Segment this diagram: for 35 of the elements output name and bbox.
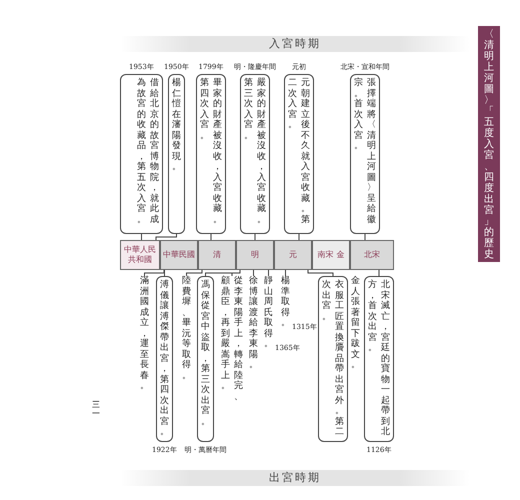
event-box: 畢家的財產被沒收，入宮收藏。第四次入宮。	[196, 74, 226, 234]
page-number: 三一	[92, 400, 101, 418]
connector-line	[186, 270, 202, 276]
connector-line	[141, 234, 142, 240]
connector-line	[285, 270, 286, 276]
event-box: 楊仁愷在瀋陽發現。	[168, 74, 185, 234]
connector-line	[308, 270, 334, 276]
era-cell: 元	[274, 240, 312, 270]
connector-line	[156, 234, 177, 240]
connector-line	[144, 270, 164, 276]
connector-line	[378, 270, 380, 276]
connector-line	[364, 234, 366, 240]
connector-line	[210, 234, 212, 240]
event-box: 元朝建立後不久就入宮收藏。第二次入宮。	[284, 74, 314, 234]
title-banner: 〈清明上河圖〉「五度入宮、四度出宮」的歷史	[478, 26, 500, 262]
event-box: 溥儀讓溥傑帶出宮，第四次出宮。	[156, 276, 173, 442]
event-text: 從李東陽手上，轉給陸完、顧鼎臣，再到嚴嵩手上。	[220, 276, 244, 403]
era-cell: 北宋	[350, 240, 394, 270]
connector-line	[205, 270, 240, 276]
era-cell: 中華人民共和國	[120, 240, 160, 270]
connector-line	[253, 270, 254, 276]
event-box: 衣服工匠置換贗品帶出宮外。第二次出宮。	[318, 276, 348, 442]
era-cell: 南宋 金	[312, 240, 350, 270]
event-box: 借給北京的故宮博物院，就此成為故宮的收藏品，第五次入宮。	[120, 74, 163, 234]
connector-line	[268, 270, 269, 276]
event-box: 張擇端將〈清明上河圖〉呈給徽宗。首次入宮。	[350, 74, 380, 234]
event-box: 嚴家的財產被沒收，入宮收藏。第三次入宮。	[240, 74, 270, 234]
era-cell: 中華民國	[160, 240, 198, 270]
era-cell: 清	[198, 240, 236, 270]
event-box: 馮保從宮中盜取，第三次出宮。	[197, 276, 214, 442]
connector-line	[254, 234, 256, 240]
event-box: 北宋滅亡，宮廷的寶物一起帶到北方，首次出宮。	[364, 276, 394, 442]
connector-line	[298, 234, 300, 240]
era-cell: 明	[236, 240, 274, 270]
event-text: 陸費墀、畢沅等取得。	[181, 276, 192, 382]
